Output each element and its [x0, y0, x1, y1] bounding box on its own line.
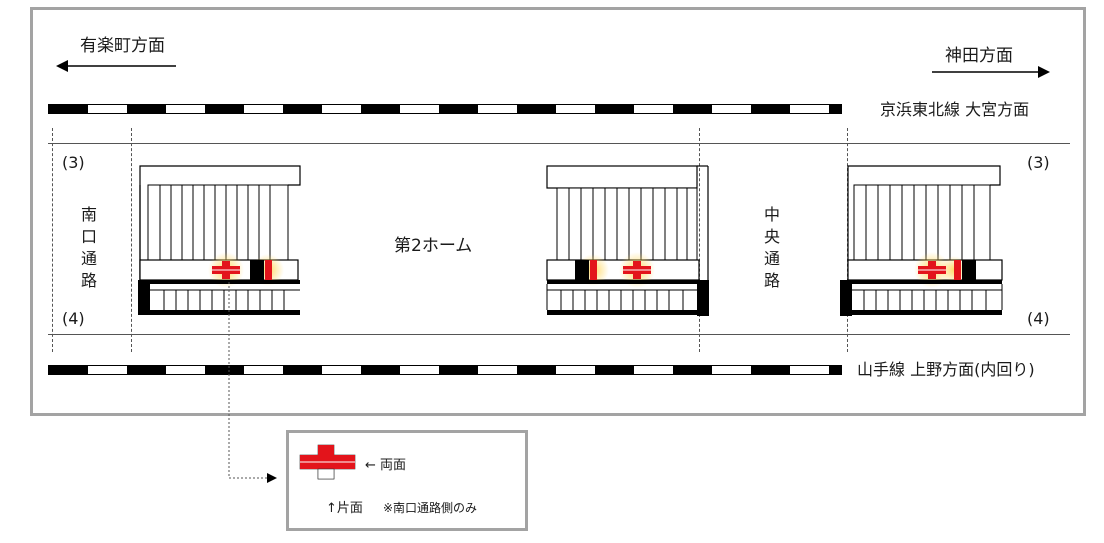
leader-line: [228, 282, 277, 483]
direction-left-label: 有楽町方面: [80, 36, 165, 56]
legend-note: ※南口通路側のみ: [383, 501, 478, 515]
south-passage-char: 南: [80, 205, 97, 224]
south-passage-char: 通: [80, 249, 97, 268]
platform-name: 第2ホーム: [394, 236, 473, 256]
arrow-right-icon: [932, 66, 1050, 78]
boundary-line: [699, 128, 700, 352]
track-number-3-right: (3): [1027, 153, 1050, 172]
central-passage-label: 中 央 通 路: [763, 204, 781, 292]
stairs-center: [546, 165, 709, 316]
boundary-line: [52, 128, 53, 352]
central-passage-char: 央: [763, 227, 780, 246]
legend-aed-icon: [299, 444, 356, 480]
central-passage-char: 路: [763, 271, 780, 290]
legend-both-sides: ← 両面: [365, 458, 407, 473]
line-label-bottom: 山手線 上野方面(内回り): [857, 360, 1035, 379]
boundary-line: [131, 128, 132, 352]
south-passage-char: 口: [80, 227, 97, 246]
south-passage-char: 路: [80, 271, 97, 290]
track-number-3-left: (3): [62, 153, 85, 172]
arrow-left-icon: [56, 60, 176, 72]
track-number-4-right: (4): [1027, 309, 1050, 328]
direction-right-label: 神田方面: [945, 46, 1013, 66]
stairs-right: [840, 165, 1003, 316]
central-passage-char: 中: [763, 205, 780, 224]
platform-edge-bottom: [48, 334, 1070, 335]
platform-edge-top: [48, 143, 1070, 144]
stairs-left: [138, 165, 301, 315]
line-label-top: 京浜東北線 大宮方面: [880, 100, 1030, 119]
track-keihin-tohoku: [48, 104, 842, 114]
track-yamanote: [48, 365, 842, 375]
legend-one-side: ↑片面: [326, 501, 363, 516]
south-passage-label: 南 口 通 路: [80, 204, 98, 292]
track-number-4-left: (4): [62, 309, 85, 328]
central-passage-char: 通: [763, 249, 780, 268]
